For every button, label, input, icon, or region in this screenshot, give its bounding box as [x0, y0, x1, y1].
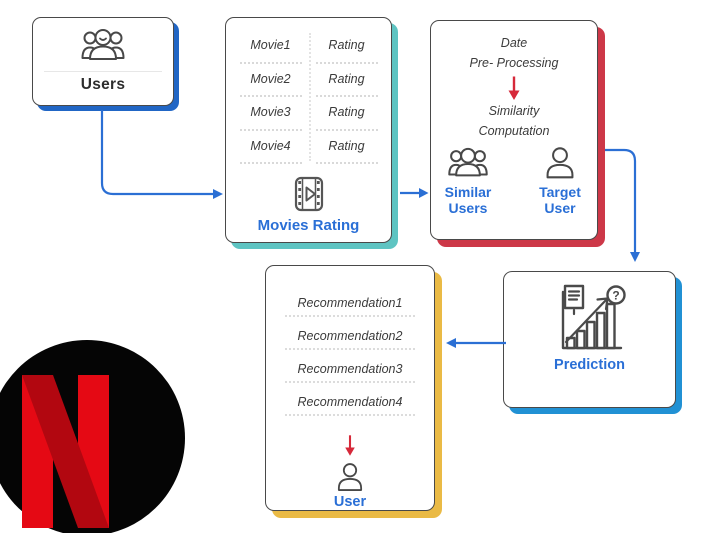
- date-label: Date: [500, 36, 528, 50]
- user-icons-row: Similar Users Target User: [439, 146, 589, 216]
- arrow-preprocessing-to-prediction: [605, 148, 637, 252]
- table-column-divider: [308, 33, 311, 161]
- users-box: Users: [32, 17, 174, 106]
- user-label: User: [333, 494, 367, 510]
- preprocessing-label: Pre- Processing: [469, 56, 559, 70]
- target-user-icon: [546, 147, 574, 179]
- similar-users-label: Similar Users: [444, 184, 492, 216]
- film-reel-icon: [294, 176, 323, 212]
- table-cell-movie: Movie2: [239, 64, 302, 97]
- netflix-logo: [0, 340, 185, 533]
- table-cell-rating: Rating: [315, 30, 378, 64]
- similarity-label: Similarity: [488, 104, 540, 118]
- recommendation-box: Recommendation1 Recommendation2 Recommen…: [265, 265, 435, 511]
- similar-users-icon: [448, 147, 488, 177]
- prediction-chart-icon: ?: [561, 284, 626, 350]
- user-icon: [337, 462, 363, 491]
- preprocessing-box: Date Pre- Processing Similarity Computat…: [430, 20, 598, 240]
- movies-rating-label: Movies Rating: [257, 217, 360, 234]
- red-down-arrow-icon: [508, 76, 520, 100]
- table-cell-movie: Movie4: [239, 131, 302, 164]
- users-group-icon: [81, 29, 125, 60]
- recommendation-item: Recommendation2: [285, 329, 415, 350]
- smile-stroke: [99, 37, 107, 41]
- red-down-arrow-icon: [345, 435, 355, 456]
- recommendation-item: Recommendation1: [285, 296, 415, 317]
- movies-rating-box: Movie1 Rating Movie2 Rating Movie3 Ratin…: [225, 17, 392, 243]
- computation-label: Computation: [478, 124, 550, 138]
- table-cell-rating: Rating: [315, 64, 378, 97]
- recommendation-item: Recommendation4: [285, 395, 415, 416]
- recommendation-item: Recommendation3: [285, 362, 415, 383]
- table-cell-movie: Movie1: [239, 30, 302, 64]
- target-user-group: Target User: [531, 146, 589, 216]
- table-cell-rating: Rating: [315, 131, 378, 164]
- target-user-label: Target User: [539, 184, 581, 216]
- movies-table: Movie1 Rating Movie2 Rating Movie3 Ratin…: [233, 30, 385, 164]
- prediction-box: ? Prediction: [503, 271, 676, 408]
- similar-users-group: Similar Users: [439, 146, 497, 216]
- prediction-label: Prediction: [554, 357, 625, 373]
- table-cell-rating: Rating: [315, 97, 378, 131]
- users-box-label: Users: [80, 76, 126, 93]
- netflix-n-icon: [22, 375, 109, 528]
- arrow-users-to-movies: [100, 110, 213, 196]
- users-box-divider: [44, 71, 162, 72]
- question-mark-glyph: ?: [612, 289, 619, 303]
- table-cell-movie: Movie3: [239, 97, 302, 131]
